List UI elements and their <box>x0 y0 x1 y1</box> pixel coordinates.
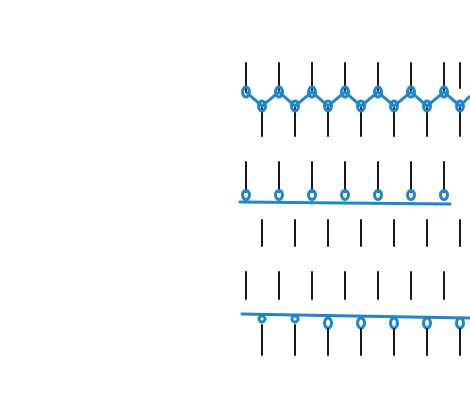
row3-bottom-loop <box>455 316 465 330</box>
row3-bottom-loop <box>257 314 267 324</box>
row3-bottom-loop <box>323 316 333 330</box>
row2-top-loop <box>373 189 383 201</box>
row2-top-loop <box>406 189 416 201</box>
row2-top-loop <box>439 189 449 201</box>
row1-top-loop <box>241 85 251 99</box>
row1-bottom-loop <box>257 99 267 113</box>
row1-top-loop <box>307 85 317 99</box>
row1-bottom-loop <box>422 99 432 113</box>
row3-float-yarn <box>240 312 470 320</box>
row1-bottom-loop <box>389 99 399 113</box>
row2-top-loop <box>274 189 284 201</box>
row3-bottom-loop <box>356 316 366 330</box>
row3-bottom-loop <box>422 316 432 330</box>
row1-bottom-loop <box>323 99 333 113</box>
row1-top-loop <box>340 85 350 99</box>
row2-top-loop <box>241 189 251 201</box>
row1-bottom-loop <box>455 99 465 113</box>
row1-top-loop <box>439 85 449 99</box>
row2-top-loop <box>340 189 350 201</box>
row3-bottom-loop <box>389 316 399 330</box>
row1-top-loop <box>373 85 383 99</box>
row1-bottom-loop <box>290 99 300 113</box>
row1-top-loop <box>406 85 416 99</box>
row2-top-loop <box>307 189 317 201</box>
row1-bottom-loop <box>356 99 366 113</box>
row1-zigzag-yarn <box>245 90 470 108</box>
row3-bottom-loop <box>290 314 300 324</box>
row2-float-yarn <box>238 200 452 206</box>
row1-top-loop <box>274 85 284 99</box>
